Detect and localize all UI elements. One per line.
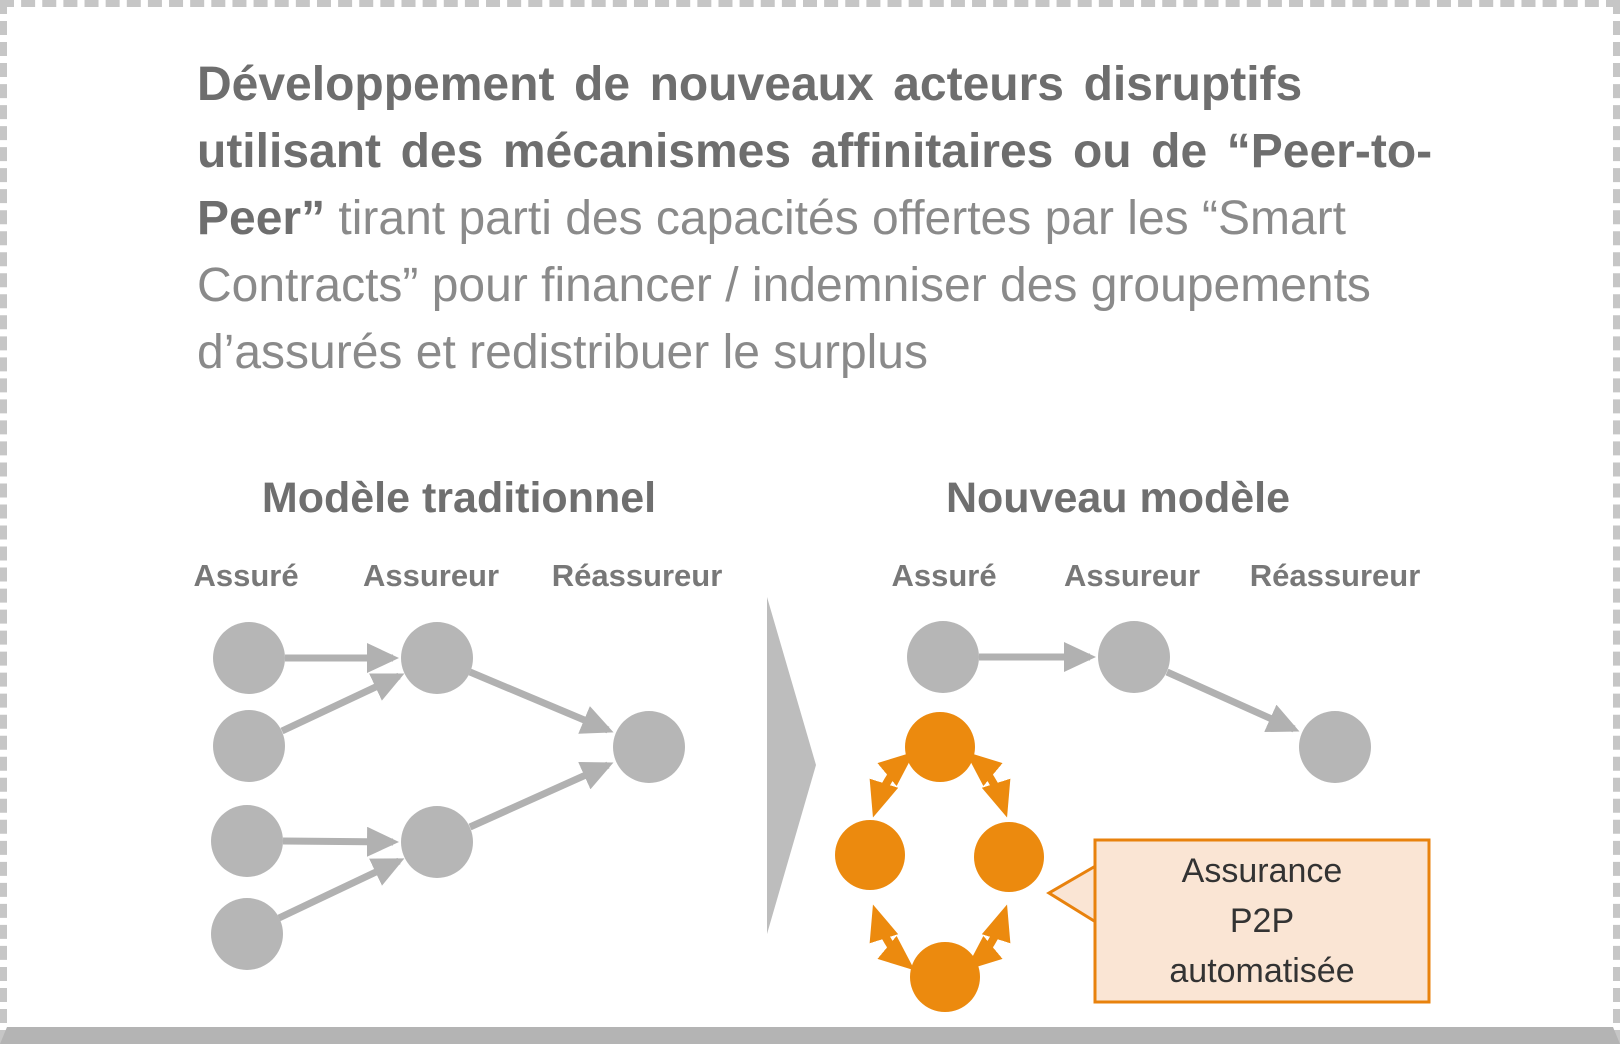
header-line-bold: utilisant des mécanismes affinitaires ou…	[197, 125, 1433, 178]
header-line: Contracts” pour financer / indemniser de…	[197, 252, 1477, 319]
header-line: d’assurés et redistribuer le surplus	[197, 319, 1477, 386]
diagram-canvas	[211, 597, 1431, 1012]
header-line-regular: d’assurés et redistribuer le surplus	[197, 326, 928, 379]
callout-line: Assurance	[1181, 852, 1343, 890]
header-line-regular: tirant parti des capacités offertes par …	[325, 192, 1346, 245]
header-line-bold: Développement de nouveaux acteurs disrup…	[197, 58, 1303, 111]
new-model-title: Nouveau modèle	[945, 474, 1291, 522]
reinsurer-node-icon	[613, 711, 685, 783]
p2p-arc-arrows	[869, 751, 1011, 971]
callout-tail-seam	[1097, 866, 1101, 922]
callout-line: automatisée	[1169, 952, 1355, 990]
new-col-assureur: Assureur	[1063, 558, 1201, 593]
arrow-icon	[280, 672, 405, 735]
p2p-peer-node-icon	[905, 712, 975, 782]
header-line-bold: Peer”	[197, 192, 326, 245]
arrow-icon	[282, 826, 399, 857]
arrow-icons-traditional	[277, 643, 614, 922]
callout-box	[1093, 838, 1431, 1004]
insured-node-icon	[213, 710, 285, 782]
double-arrow-arc-icon	[965, 751, 1011, 818]
insured-node-icon	[213, 622, 285, 694]
insurer-node-icon	[401, 622, 473, 694]
new-model-diagram	[835, 621, 1431, 1012]
double-arrow-arc-icon	[965, 904, 1011, 971]
arrow-icon	[277, 857, 405, 922]
insured-node-icon	[907, 621, 979, 693]
callout-line: P2P	[1229, 902, 1295, 940]
new-col-assure: Assuré	[891, 558, 997, 593]
new-col-reassureur: Réassureur	[1249, 558, 1421, 593]
header-line: Peer” tirant parti des capacités offerte…	[197, 185, 1477, 252]
insurer-node-icon	[401, 806, 473, 878]
callout-tail-icon	[1046, 862, 1100, 926]
traditional-col-assure: Assuré	[193, 558, 299, 593]
arrow-icon	[468, 761, 614, 831]
p2p-peer-node-icon	[835, 820, 905, 890]
gray-node-icons-traditional	[211, 622, 685, 970]
traditional-network-diagram	[211, 622, 685, 970]
arrow-icon	[1165, 668, 1300, 733]
p2p-node-icons	[835, 712, 1044, 1012]
reinsurer-node-icon	[1299, 711, 1371, 783]
transition-chevron-icon	[767, 597, 816, 934]
header-paragraph: Développement de nouveaux acteurs disrup…	[197, 51, 1477, 386]
insurer-node-icon	[1098, 621, 1170, 693]
traditional-col-assureur: Assureur	[362, 558, 500, 593]
gray-node-icons-new-model	[907, 621, 1371, 783]
header-line-regular: Contracts” pour financer / indemniser de…	[197, 259, 1371, 312]
traditional-col-reassureur: Réassureur	[551, 558, 723, 593]
p2p-peer-node-icon	[910, 942, 980, 1012]
traditional-model-title: Modèle traditionnel	[261, 474, 657, 522]
callout-label: Assurance P2P automatisée	[1095, 840, 1429, 1002]
insured-node-icon	[211, 898, 283, 970]
callout-bubble	[1046, 838, 1431, 1004]
header-line: utilisant des mécanismes affinitaires ou…	[197, 118, 1477, 185]
insured-node-icon	[211, 805, 283, 877]
arrow-icons-new-model	[979, 642, 1300, 733]
arrow-icon	[468, 668, 614, 734]
header-line: Développement de nouveaux acteurs disrup…	[197, 51, 1477, 118]
double-arrow-arc-icon	[869, 751, 915, 818]
p2p-ring	[835, 712, 1044, 1012]
double-arrow-arc-icon	[869, 904, 915, 971]
p2p-peer-node-icon	[974, 822, 1044, 892]
